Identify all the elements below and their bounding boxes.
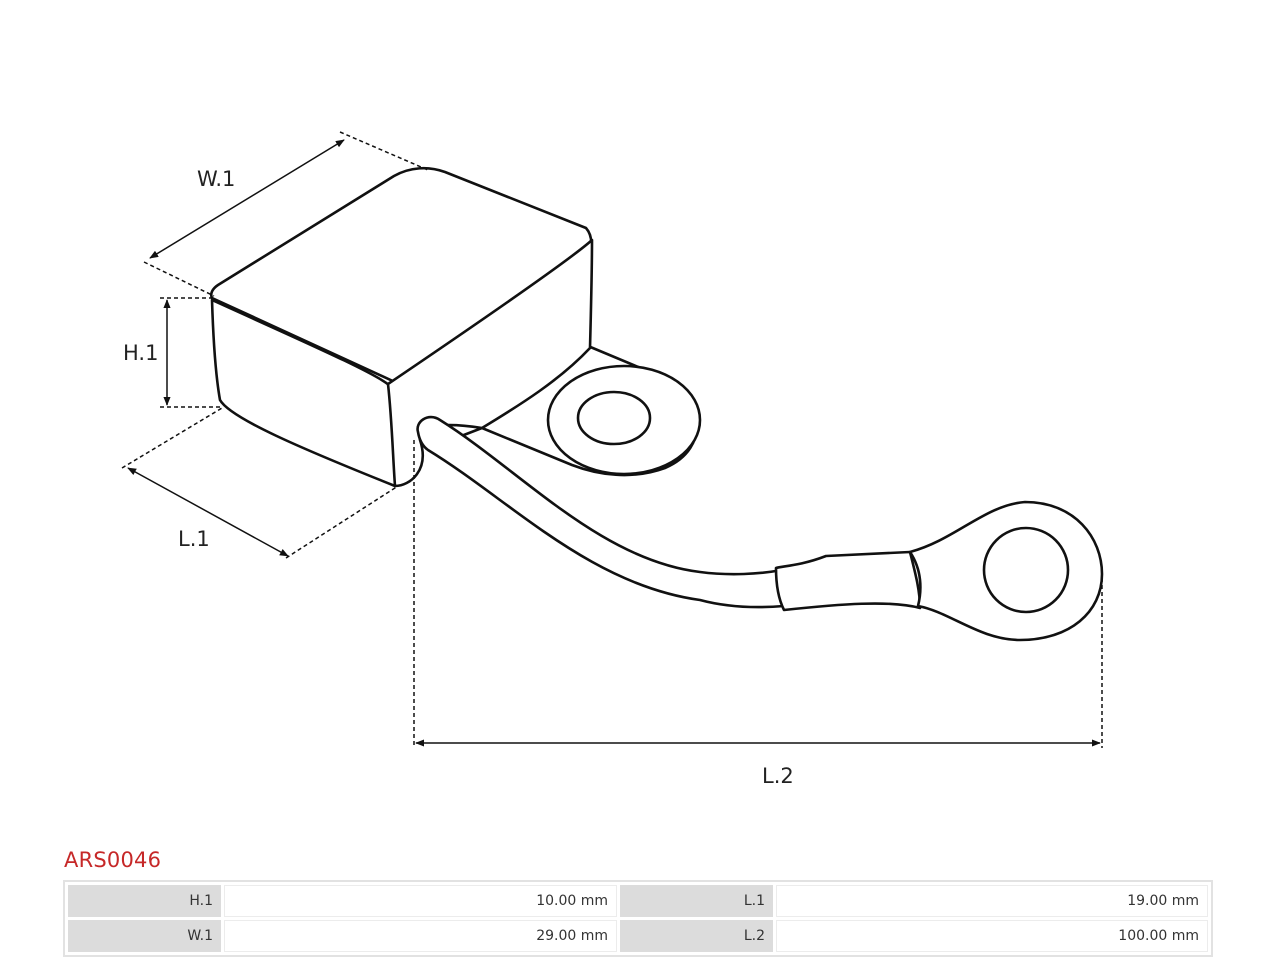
spec-key: L.2 xyxy=(620,920,773,952)
l2-label: L.2 xyxy=(762,764,794,788)
spec-table: H.1 10.00 mm L.1 19.00 mm W.1 29.00 mm L… xyxy=(63,880,1213,957)
w1-dimension-arrow xyxy=(149,139,345,259)
spec-key: L.1 xyxy=(620,885,773,917)
l1-extension-left xyxy=(121,407,223,469)
table-row: H.1 10.00 mm L.1 19.00 mm xyxy=(68,885,1208,917)
spec-value: 10.00 mm xyxy=(224,885,617,917)
w1-label: W.1 xyxy=(197,167,235,191)
dimension-lines xyxy=(121,131,1103,748)
spec-value: 19.00 mm xyxy=(776,885,1208,917)
terminal-hole xyxy=(982,526,1070,614)
w1-extension-bottom xyxy=(143,261,215,297)
crimp-sleeve xyxy=(774,550,922,612)
table-row: W.1 29.00 mm L.2 100.00 mm xyxy=(68,920,1208,952)
tab-hole-inner xyxy=(576,390,652,446)
suppressor-part xyxy=(209,166,1104,642)
spec-key: H.1 xyxy=(68,885,221,917)
technical-drawing: W.1 H.1 L.1 L.2 xyxy=(121,131,1104,788)
l1-label: L.1 xyxy=(178,527,210,551)
w1-extension-top xyxy=(339,131,429,171)
l1-extension-right xyxy=(285,485,399,559)
spec-value: 29.00 mm xyxy=(224,920,617,952)
spec-key: W.1 xyxy=(68,920,221,952)
h1-label: H.1 xyxy=(123,341,158,365)
l1-dimension-arrow xyxy=(127,467,289,557)
part-code: ARS0046 xyxy=(64,848,162,872)
spec-value: 100.00 mm xyxy=(776,920,1208,952)
